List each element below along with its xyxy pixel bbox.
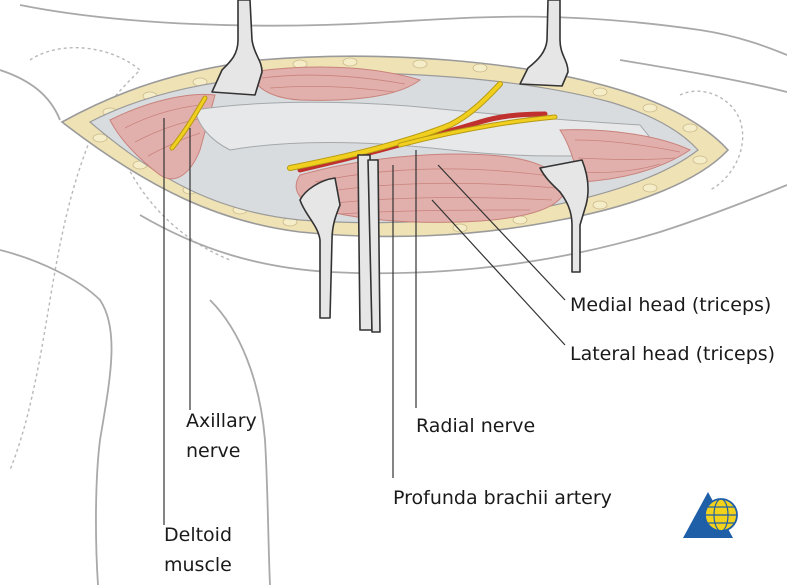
fat-lobules — [92, 57, 708, 233]
triangle-globe-logo-icon — [683, 492, 738, 538]
retractor-bottom-right — [539, 159, 589, 273]
right-muscle-fibers — [574, 139, 681, 173]
label-medial-head: Medial head (triceps) — [570, 294, 772, 316]
label-lateral-head: Lateral head (triceps) — [570, 343, 776, 365]
leader-lateral — [431, 199, 566, 346]
axillary-nerve-shape — [170, 96, 207, 150]
label-deltoid-line2: muscle — [164, 554, 232, 576]
upper-muscle-fibers — [261, 74, 406, 93]
deltoid-muscle-shape — [109, 93, 216, 180]
label-axillary-nerve: Axillary nerve — [186, 406, 257, 466]
radial-nerve-shape — [288, 82, 502, 170]
forceps-right-blade — [367, 159, 381, 333]
retractor-bottom-left — [299, 177, 341, 319]
radial-nerve-branch — [398, 115, 557, 147]
label-axillary-line1: Axillary — [186, 410, 257, 432]
label-profunda-artery: Profunda brachii artery — [393, 487, 612, 509]
retractor-top-left — [211, 0, 263, 96]
leader-lines — [163, 118, 566, 525]
label-deltoid-line1: Deltoid — [164, 524, 233, 546]
label-radial-nerve: Radial nerve — [416, 415, 536, 437]
retractor-top-right — [519, 0, 569, 87]
label-axillary-line2: nerve — [186, 440, 241, 462]
skin-outline — [0, 4, 787, 585]
leader-medial — [437, 164, 566, 301]
retractors — [211, 0, 589, 333]
label-deltoid-muscle: Deltoid muscle — [164, 520, 232, 580]
